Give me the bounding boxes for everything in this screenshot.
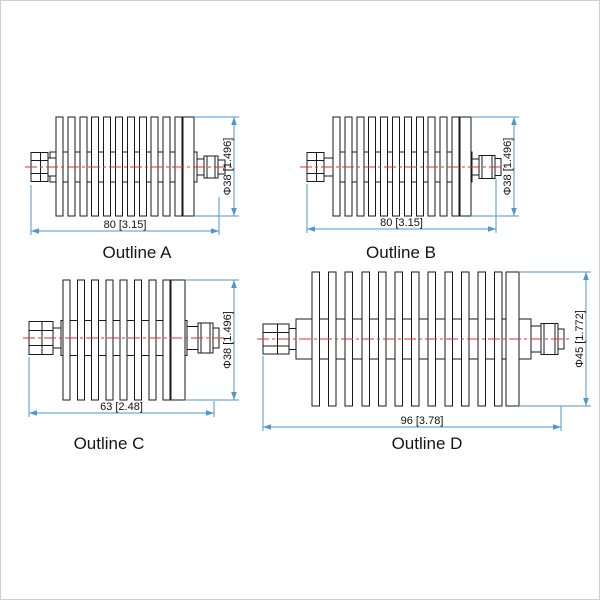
end-disk-fin	[170, 279, 186, 401]
dimension-arrow	[511, 117, 517, 125]
dimension-arrow	[511, 208, 517, 216]
heatsink-fin	[119, 279, 128, 401]
dimension-arrow	[307, 226, 315, 232]
heatsink-fin	[105, 279, 114, 401]
diameter-dimension-text: Φ38 [1.496]	[502, 138, 514, 196]
diameter-dimension-text: Φ45 [1.772]	[574, 310, 586, 368]
diameter-dimension-text: Φ38 [1.496]	[222, 311, 234, 369]
dimension-arrow	[31, 228, 39, 234]
dimension-arrow	[553, 424, 561, 430]
length-dimension-text: 63 [2.48]	[100, 401, 143, 413]
dimension-arrow	[263, 424, 271, 430]
dimension-arrow	[29, 410, 37, 416]
length-dimension-text: 80 [3.15]	[104, 219, 147, 231]
dimension-arrow	[583, 272, 589, 280]
dimension-arrow	[211, 228, 219, 234]
outline-b-label: Outline B	[366, 243, 436, 262]
dimension-arrow	[231, 392, 237, 400]
outline-d-label: Outline D	[391, 434, 463, 453]
dimension-arrow	[583, 398, 589, 406]
diameter-dimension-text: Φ38 [1.496]	[222, 138, 234, 196]
dimension-arrow	[488, 226, 496, 232]
dimension-arrow	[231, 117, 237, 125]
dimension-arrow	[206, 410, 214, 416]
dimension-arrow	[231, 208, 237, 216]
outline-a-label: Outline A	[102, 243, 172, 262]
outline-a-group: 80 [3.15] Φ38 [1.496]	[25, 116, 239, 235]
outline-c-group: 63 [2.48] Φ38 [1.496]	[23, 279, 239, 417]
heatsink-fin	[162, 279, 171, 401]
heatsink-fin	[76, 279, 85, 401]
outline-c-label: Outline C	[73, 434, 145, 453]
length-dimension-text: 96 [3.78]	[401, 415, 444, 427]
outline-b-group: 80 [3.15] Φ38 [1.496]	[300, 116, 519, 233]
dimension-arrow	[231, 280, 237, 288]
heatsink-fin	[91, 279, 100, 401]
heatsink-fin	[148, 279, 157, 401]
heatsink-fin	[134, 279, 142, 401]
length-dimension-text: 80 [3.15]	[380, 217, 423, 229]
outline-d-group: 96 [3.78] Φ45 [1.772]	[257, 271, 591, 431]
heatsink-fin	[62, 279, 71, 401]
